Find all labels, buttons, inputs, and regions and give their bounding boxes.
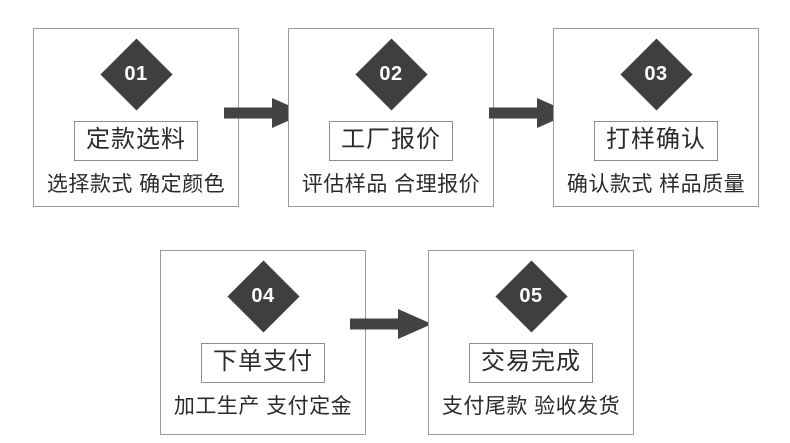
- step-title-04: 下单支付: [201, 343, 325, 383]
- step-title-05: 交易完成: [469, 343, 593, 383]
- process-step-02[interactable]: 02 工厂报价 评估样品 合理报价: [288, 28, 494, 207]
- arrow-right-icon-02-to-03: [489, 98, 571, 128]
- step-number-label: 04: [251, 285, 275, 307]
- step-number-badge-01: 01: [99, 37, 173, 111]
- step-number-label: 01: [124, 63, 148, 85]
- step-title-01: 定款选料: [74, 121, 198, 161]
- arrow-right-icon-04-to-05: [350, 309, 432, 339]
- process-step-03[interactable]: 03 打样确认 确认款式 样品质量: [553, 28, 759, 207]
- step-number-label: 03: [644, 63, 668, 85]
- step-number-label: 05: [519, 285, 543, 307]
- step-title-03: 打样确认: [594, 121, 718, 161]
- process-step-05[interactable]: 05 交易完成 支付尾款 验收发货: [428, 250, 634, 435]
- step-number-label: 02: [379, 63, 403, 85]
- step-number-badge-03: 03: [619, 37, 693, 111]
- process-step-01[interactable]: 01 定款选料 选择款式 确定颜色: [33, 28, 239, 207]
- step-description-01: 选择款式 确定颜色: [46, 173, 226, 196]
- step-number-badge-05: 05: [494, 259, 568, 333]
- step-description-03: 确认款式 样品质量: [566, 173, 746, 196]
- arrow-right-icon-01-to-02: [224, 98, 306, 128]
- step-number-badge-02: 02: [354, 37, 428, 111]
- step-description-04: 加工生产 支付定金: [173, 395, 353, 418]
- step-description-05: 支付尾款 验收发货: [441, 395, 621, 418]
- step-number-badge-04: 04: [226, 259, 300, 333]
- step-title-02: 工厂报价: [329, 121, 453, 161]
- process-step-04[interactable]: 04 下单支付 加工生产 支付定金: [160, 250, 366, 435]
- step-description-02: 评估样品 合理报价: [301, 173, 481, 196]
